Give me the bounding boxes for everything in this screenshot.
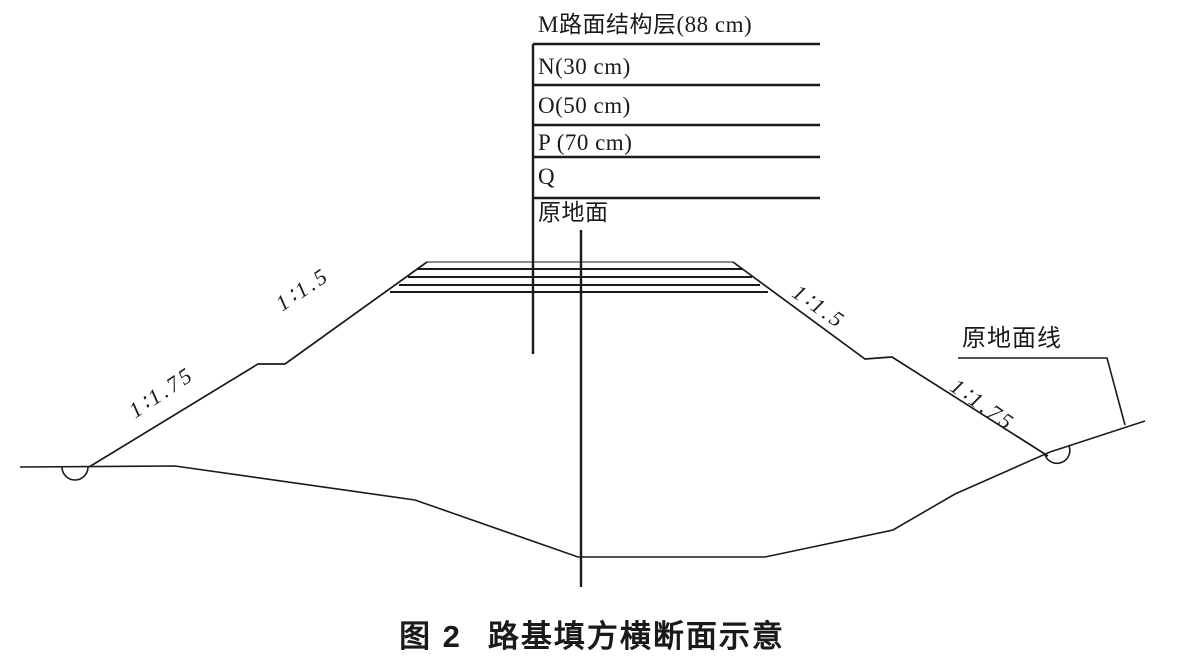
layer-label-ground: 原地面 (538, 200, 609, 225)
layer-label-n: N(30 cm) (538, 54, 631, 79)
layer-label-q: Q (538, 164, 556, 189)
left-slope-line (88, 261, 428, 468)
figure-number: 图 2 (399, 619, 462, 654)
right-toe-ditch-arc (1044, 445, 1071, 465)
left-toe-ditch-arc (61, 466, 89, 481)
ground-line-callout-label: 原地面线 (962, 326, 1062, 352)
right-slope-line (732, 261, 1049, 457)
ground-line (19, 420, 1146, 558)
layer-label-m: M路面结构层(88 cm) (538, 12, 753, 37)
figure-caption: 图 2 路基填方横断面示意 (399, 611, 785, 656)
ground-line-callout-leader (958, 357, 1126, 426)
figure-title: 路基填方横断面示意 (487, 619, 785, 654)
layer-label-p: P (70 cm) (538, 130, 633, 155)
layer-label-o: O(50 cm) (538, 93, 631, 118)
